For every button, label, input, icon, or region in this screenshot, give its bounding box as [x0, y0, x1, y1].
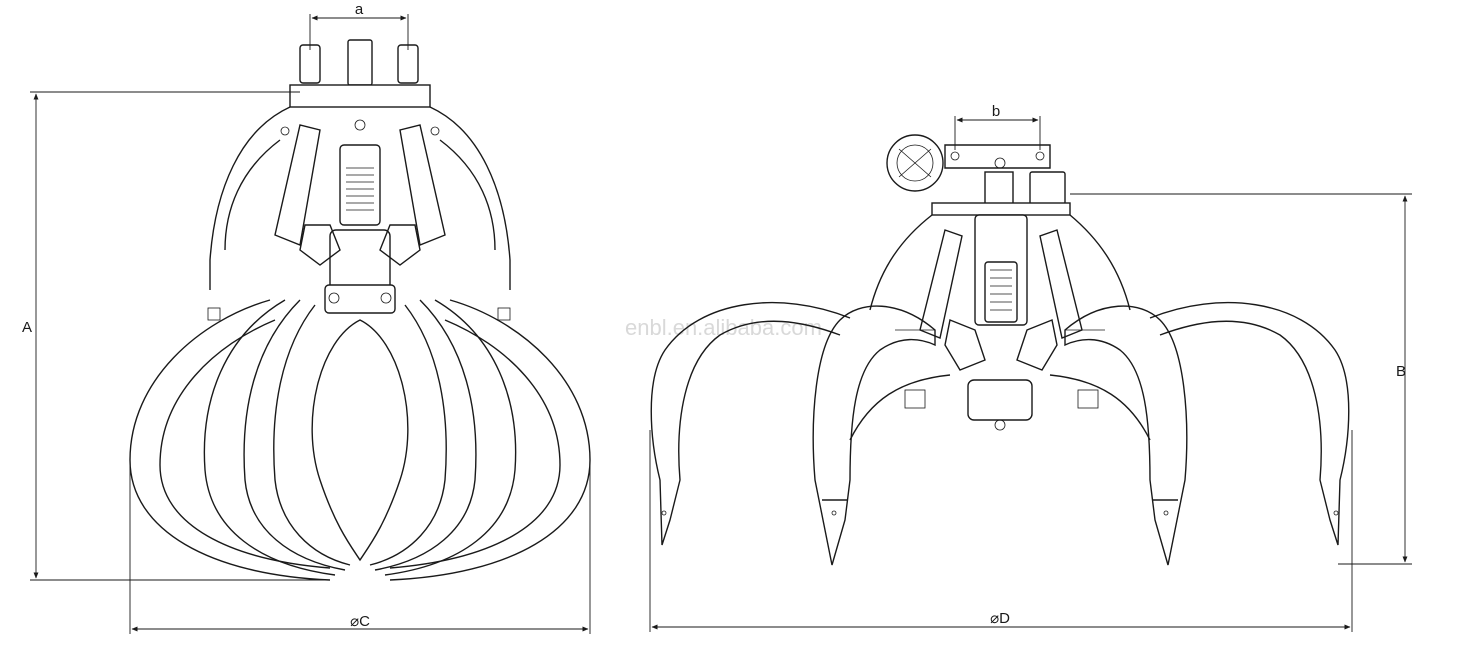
outer-tine-right: [389, 299, 591, 581]
open-top-plate: [931, 202, 1071, 216]
outer-tine-left: [129, 299, 331, 581]
label-a: a: [355, 1, 364, 18]
center-leaf: [311, 319, 409, 562]
closed-grab-drawing: [129, 39, 591, 581]
label-B: B: [1396, 363, 1406, 380]
dimension-b: b: [954, 103, 1041, 150]
label-C: ⌀C: [350, 613, 370, 630]
dimension-a: a: [309, 1, 409, 50]
open-front-tine-left: [812, 305, 936, 566]
top-plate: [289, 84, 431, 108]
label-A: A: [22, 319, 32, 336]
open-outer-tine-left: [650, 302, 851, 546]
front-tine-left: [243, 299, 346, 571]
watermark: enbl.en.alibaba.com: [625, 315, 822, 340]
open-outer-tine-right: [1149, 302, 1350, 546]
dimension-A: A: [22, 91, 330, 581]
motor-housing: [339, 144, 381, 226]
dimension-D: ⌀D: [649, 430, 1353, 632]
front-tine-right: [374, 299, 477, 571]
dimension-B: B: [1070, 193, 1412, 565]
open-front-tine-right: [1064, 305, 1188, 566]
label-D: ⌀D: [990, 610, 1010, 627]
label-b: b: [992, 103, 1000, 120]
dimension-C: ⌀C: [129, 460, 591, 634]
open-grab-drawing: [650, 134, 1350, 566]
